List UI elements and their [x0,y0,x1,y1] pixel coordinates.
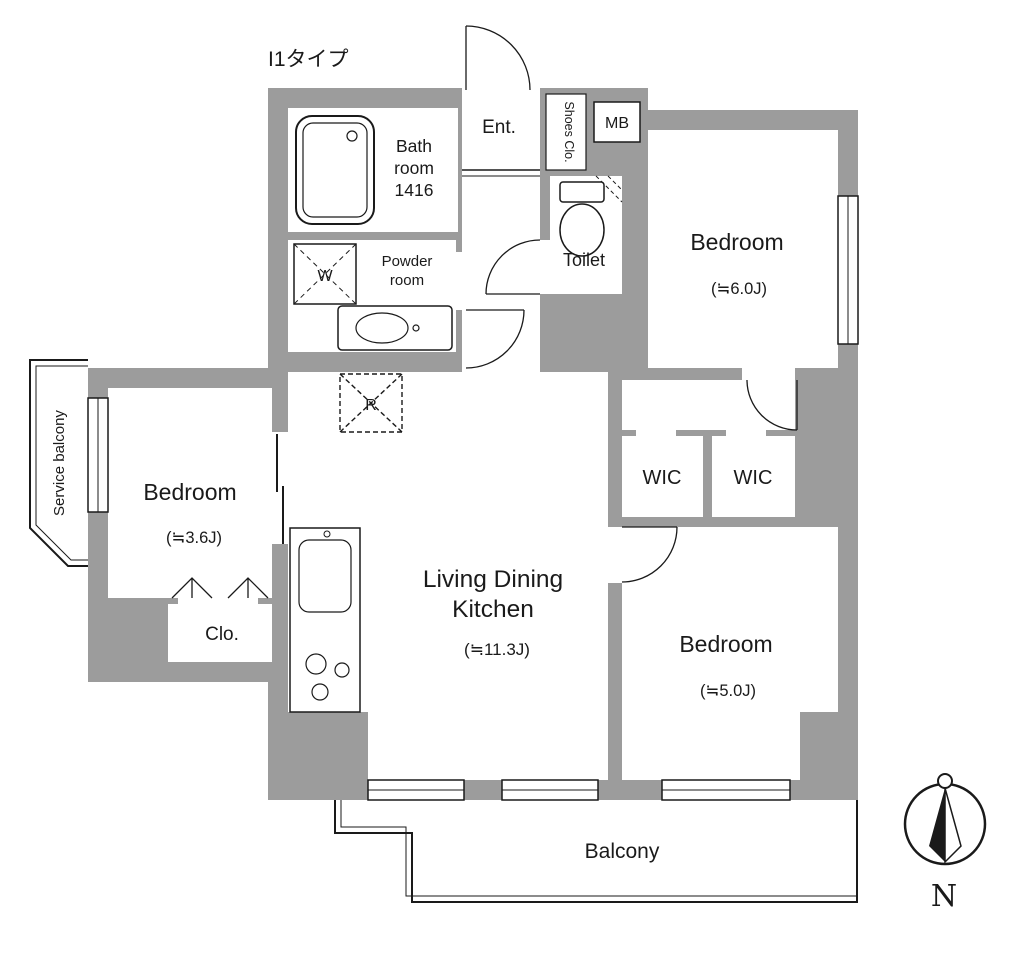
door-swings [465,25,798,583]
washing-machine-icon [293,243,357,305]
windows [87,195,859,801]
washer-label: W [317,268,333,285]
bedroom-northeast-area: (≒6.0J) [711,280,767,298]
shoes-closet-box [545,93,587,171]
toilet-label: Toilet [563,250,605,270]
pillar-southwest-corner [268,712,368,800]
room-wic-corridor-floor [622,380,795,430]
plan-title: I1タイプ [268,48,349,71]
sliding-door-icon [276,434,284,544]
window-bedroom-west [87,397,109,513]
window-bedroom-se [661,779,791,801]
opening-closet [178,598,258,604]
bedroom-west-label: Bedroom [143,479,236,505]
bathroom-label-line2: room [394,158,434,178]
bathroom-label-line3: 1416 [395,180,434,200]
toilet-icon [559,175,623,257]
compass-north-label: N [931,879,957,914]
door-entry [465,25,531,91]
opening-bedroom-se-door [608,527,622,583]
wic-right-label: WIC [734,467,773,489]
shoes-closet-label: Shoes Clo. [562,101,576,162]
powder-room-label-line2: room [390,272,424,289]
door-bedroom-ne [746,379,798,431]
balcony-outer-line [334,800,858,903]
balcony-inner-line [340,800,857,897]
room-hall-entrance-floor [462,88,540,372]
room-closet-floor [168,604,272,662]
opening-wic-right-door [726,430,766,436]
ldk-label-line1: Living Dining [423,566,563,593]
bedroom-west-area: (≒3.6J) [166,529,222,547]
bathroom-label-line1: Bath [396,136,432,156]
entrance-label: Ent. [482,117,516,138]
window-ldk-right [501,779,599,801]
opening-wic-left-door [636,430,676,436]
meter-box-label: MB [605,115,629,132]
bathtub-icon [295,115,375,225]
kitchen-counter-icon [289,527,361,713]
service-balcony-outer-line [29,359,88,567]
refrigerator-label: R [365,397,377,414]
window-bedroom-ne [837,195,859,345]
opening-bedroom-west-sliding [272,432,288,544]
pillar-east-middle [795,368,858,452]
service-balcony-inner-line [35,365,88,561]
compass-icon: N [903,773,987,914]
bedroom-southeast-area: (≒5.0J) [700,682,756,700]
balcony-outline [334,800,858,903]
service-balcony-label: Service balcony [51,410,68,516]
stove-burners-icon [305,653,350,701]
room-wic-left-floor [622,436,703,517]
opening-bedroom-ne-door [742,368,796,380]
closet-label: Clo. [205,624,239,645]
service-balcony-outline [29,359,88,567]
door-bedroom-se [621,526,678,583]
entrance-step-lines [462,169,540,177]
door-toilet [485,239,541,295]
room-bedroom-west-floor [108,388,272,598]
powder-room-label-line1: Powder [382,253,433,270]
refrigerator-icon [339,373,403,433]
closet-folding-doors-icon [171,577,269,599]
bedroom-northeast-label: Bedroom [690,229,783,255]
meter-box [593,101,641,143]
bedroom-southeast-label: Bedroom [679,631,772,657]
ldk-area: (≒11.3J) [464,640,530,659]
room-bedroom-northeast-floor [648,130,838,368]
wic-left-label: WIC [643,467,682,489]
pillar-southeast-corner [800,712,858,800]
window-ldk-left [367,779,465,801]
opening-powder-door [456,252,466,310]
ldk-label-line2: Kitchen [452,596,534,623]
opening-toilet-door [540,240,550,294]
wall-pillars [268,368,858,800]
door-hall-ldk [465,309,525,369]
balcony-label: Balcony [585,840,660,863]
room-wic-right-floor [712,436,795,517]
vanity-sink-icon [337,305,453,351]
